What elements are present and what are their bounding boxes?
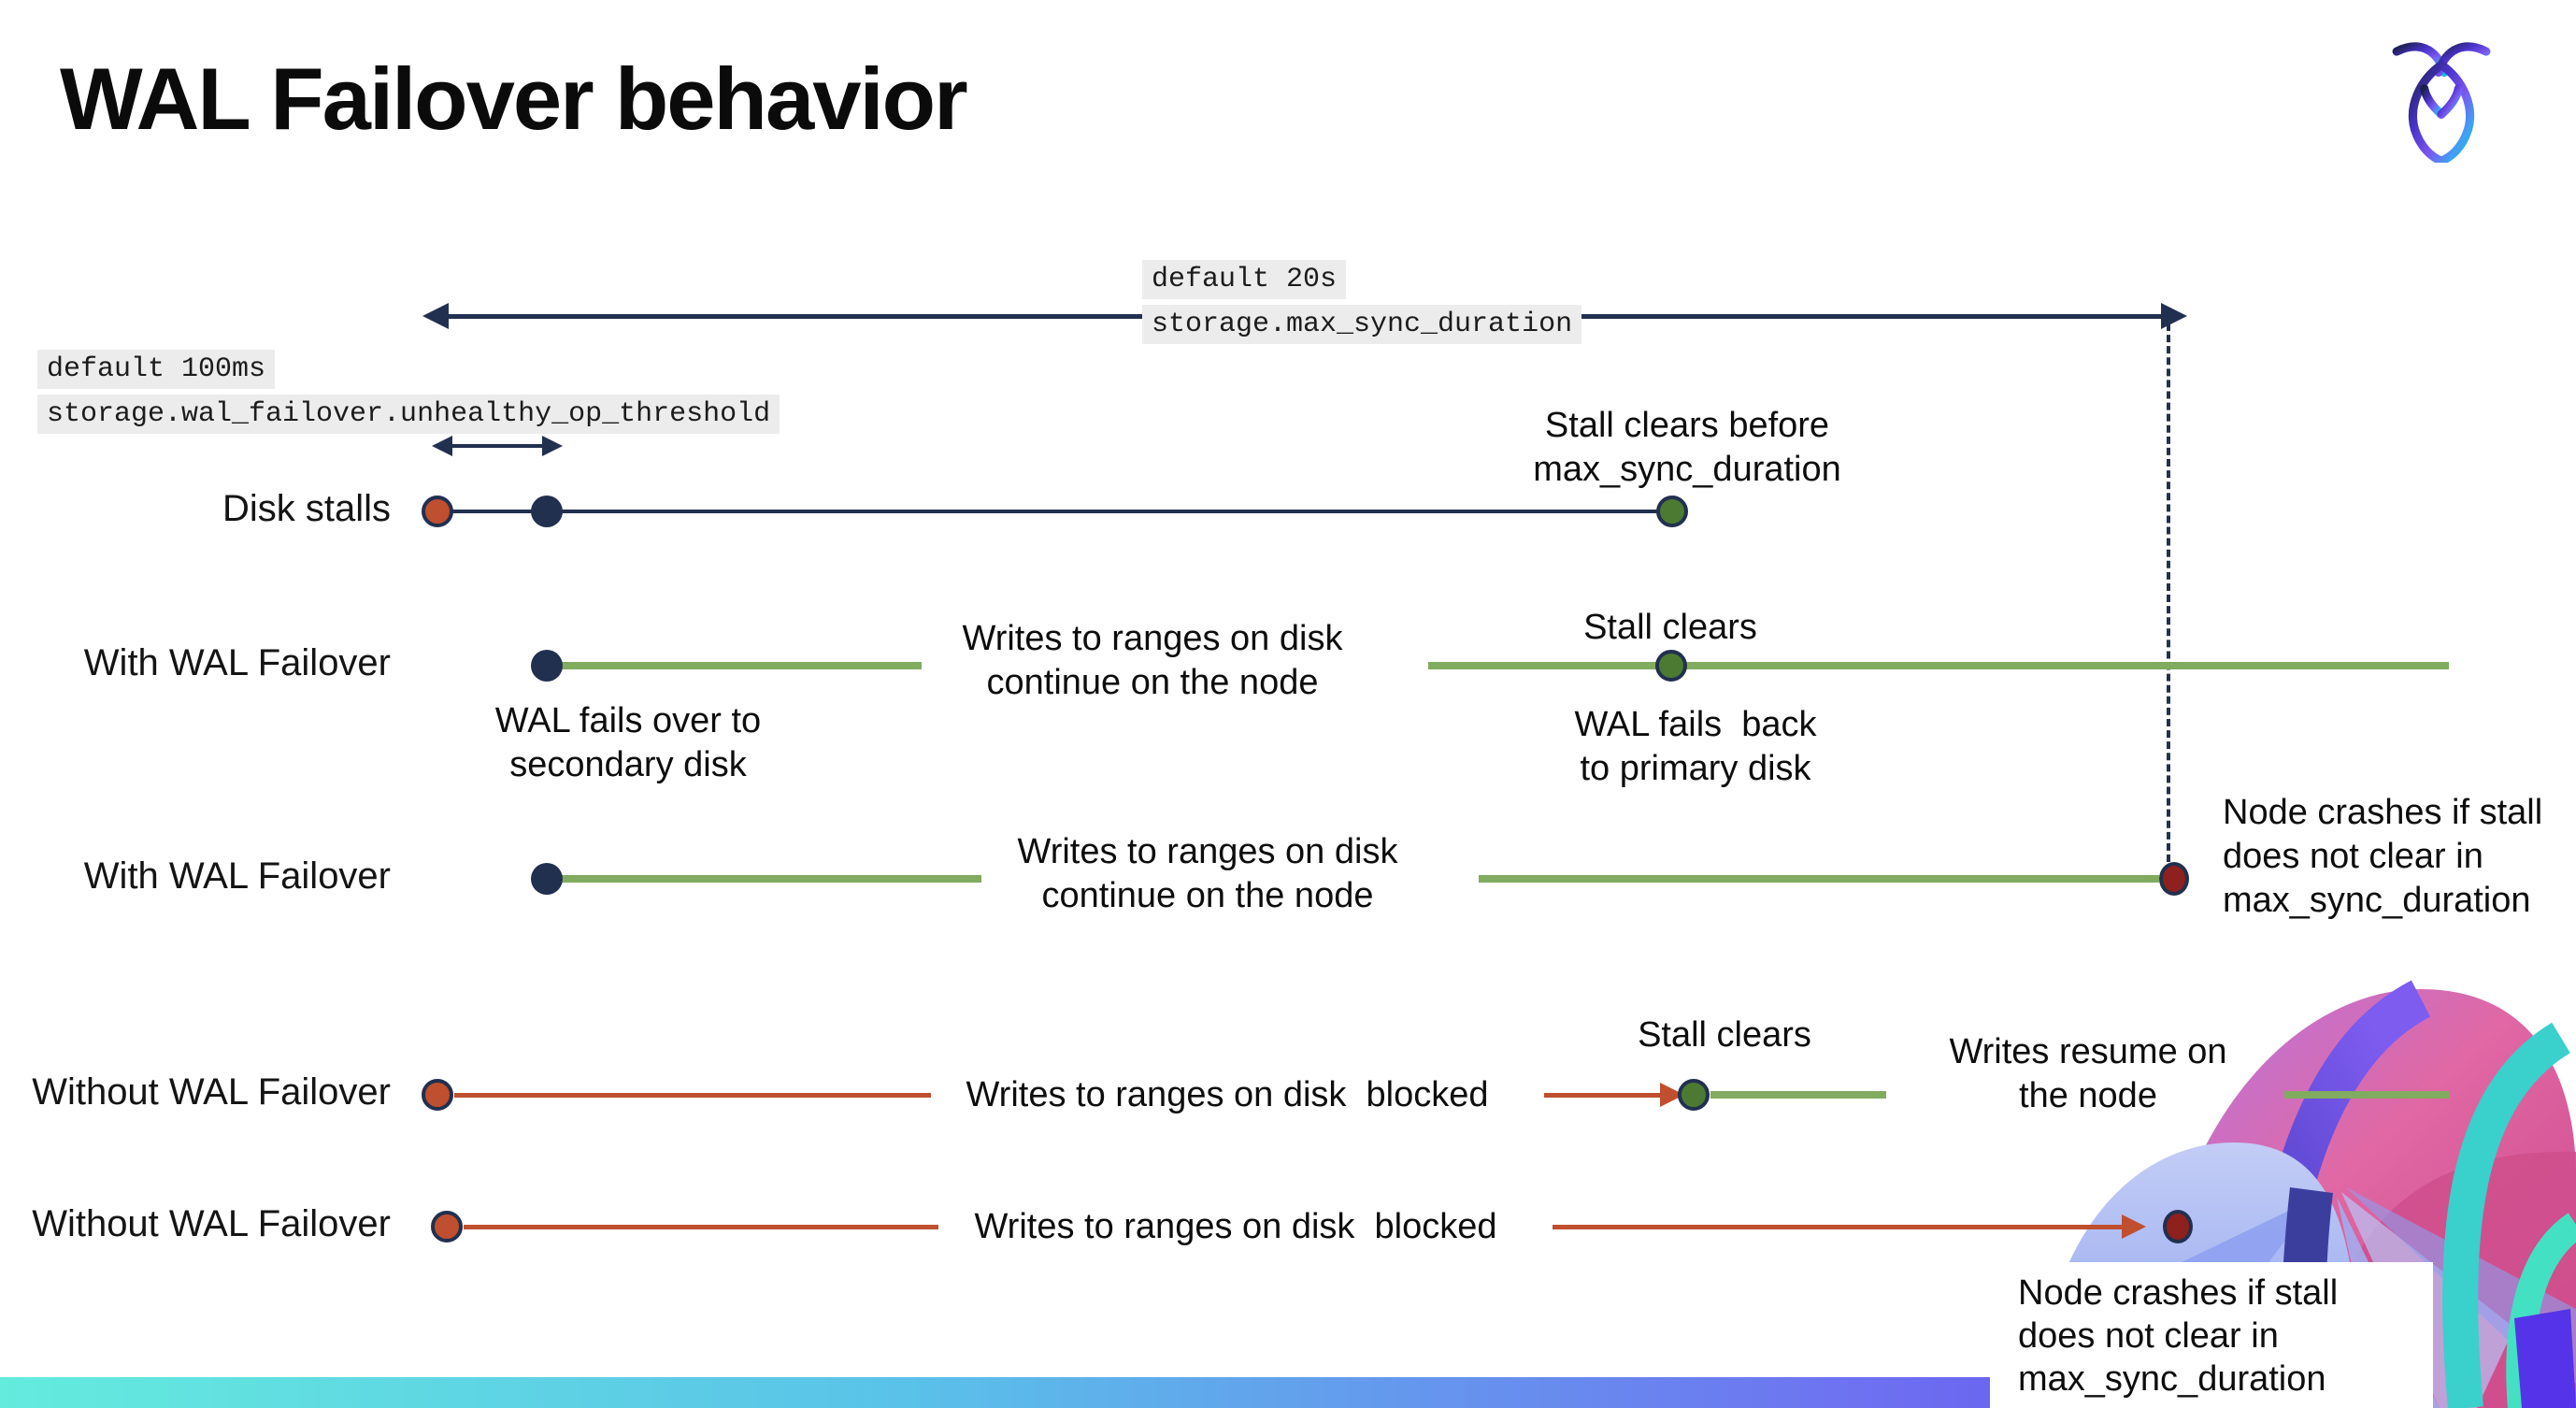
unhealthy-op-threshold-setting-label: default 100ms storage.wal_failover.unhea… bbox=[37, 350, 780, 434]
node-crashes-callout-box: Node crashes if stall does not clear in … bbox=[1990, 1262, 2433, 1408]
writes-continue-label: Writes to ranges on disk continue on the… bbox=[962, 619, 1343, 702]
row-label-with-wal-failover-1: With WAL Failover bbox=[83, 642, 391, 683]
max-sync-setting-name: storage.max_sync_duration bbox=[1142, 305, 1582, 344]
writes-continue-line bbox=[1479, 875, 2159, 883]
stall-clears-dot bbox=[1678, 1079, 1710, 1111]
unhealthy-op-setting-name: storage.wal_failover.unhealthy_op_thresh… bbox=[37, 395, 780, 434]
threshold-arrow-left-head-icon bbox=[432, 436, 452, 456]
row-label-without-wal-failover-2: Without WAL Failover bbox=[32, 1203, 391, 1244]
node-crashes-label: Node crashes if stall does not clear in … bbox=[2223, 793, 2543, 920]
writes-blocked-line bbox=[454, 1093, 931, 1098]
wal-fails-over-label: WAL fails over to secondary disk bbox=[494, 701, 762, 784]
arrow-left-head-icon bbox=[422, 303, 449, 329]
stall-clears-before-label: Stall clears before max_sync_duration bbox=[1533, 406, 1841, 489]
max-sync-deadline-dashed-line bbox=[2167, 323, 2170, 862]
threshold-arrow-line bbox=[451, 444, 544, 448]
max-sync-duration-setting-label: default 20s storage.max_sync_duration bbox=[1142, 260, 1582, 344]
disk-stall-timeline-line bbox=[439, 510, 1673, 513]
threshold-dot bbox=[531, 496, 563, 527]
row-label-with-wal-failover-2: With WAL Failover bbox=[83, 855, 391, 897]
writes-resume-line bbox=[1710, 1091, 1886, 1099]
stall-start-dot bbox=[422, 1079, 453, 1111]
row-label-without-wal-failover-1: Without WAL Failover bbox=[32, 1071, 391, 1113]
node-crash-dot bbox=[2159, 862, 2189, 896]
red-arrow-head-icon bbox=[2122, 1214, 2146, 1239]
max-sync-default-value: default 20s bbox=[1142, 260, 1347, 299]
failover-dot bbox=[531, 863, 563, 895]
writes-continue-line bbox=[561, 662, 922, 669]
writes-blocked-arrow-line bbox=[1544, 1093, 1664, 1098]
threshold-arrow-right-head-icon bbox=[542, 436, 563, 456]
arrow-right-head-icon bbox=[2161, 303, 2187, 329]
writes-resume-line bbox=[2284, 1091, 2449, 1099]
stall-start-dot bbox=[422, 496, 453, 527]
writes-blocked-label: Writes to ranges on disk blocked bbox=[966, 1075, 1489, 1114]
writes-blocked-label: Writes to ranges on disk blocked bbox=[974, 1207, 1497, 1246]
writes-blocked-line bbox=[464, 1225, 938, 1229]
row-label-disk-stalls: Disk stalls bbox=[222, 488, 391, 529]
stall-clears-label: Stall clears bbox=[1583, 608, 1757, 647]
wal-fails-back-label: WAL fails back to primary disk bbox=[1574, 705, 1817, 788]
unhealthy-op-default-value: default 100ms bbox=[37, 350, 276, 389]
writes-resume-label: Writes resume on the node bbox=[1949, 1032, 2227, 1115]
stall-clears-dot bbox=[1655, 650, 1687, 682]
stall-clears-label: Stall clears bbox=[1638, 1015, 1811, 1055]
node-crash-dot bbox=[2163, 1210, 2193, 1243]
page-title: WAL Failover behavior bbox=[60, 50, 968, 148]
stall-clears-dot bbox=[1656, 496, 1688, 527]
writes-continue-label: Writes to ranges on disk continue on the… bbox=[1017, 832, 1398, 915]
stall-start-dot bbox=[431, 1211, 463, 1243]
cockroachdb-logo-icon bbox=[2392, 42, 2491, 163]
failover-dot bbox=[531, 650, 563, 682]
writes-continue-line bbox=[1428, 662, 2449, 669]
node-crashes-label: Node crashes if stall does not clear in … bbox=[2018, 1273, 2339, 1399]
writes-blocked-arrow-line bbox=[1553, 1225, 2126, 1229]
writes-continue-line bbox=[561, 875, 981, 883]
